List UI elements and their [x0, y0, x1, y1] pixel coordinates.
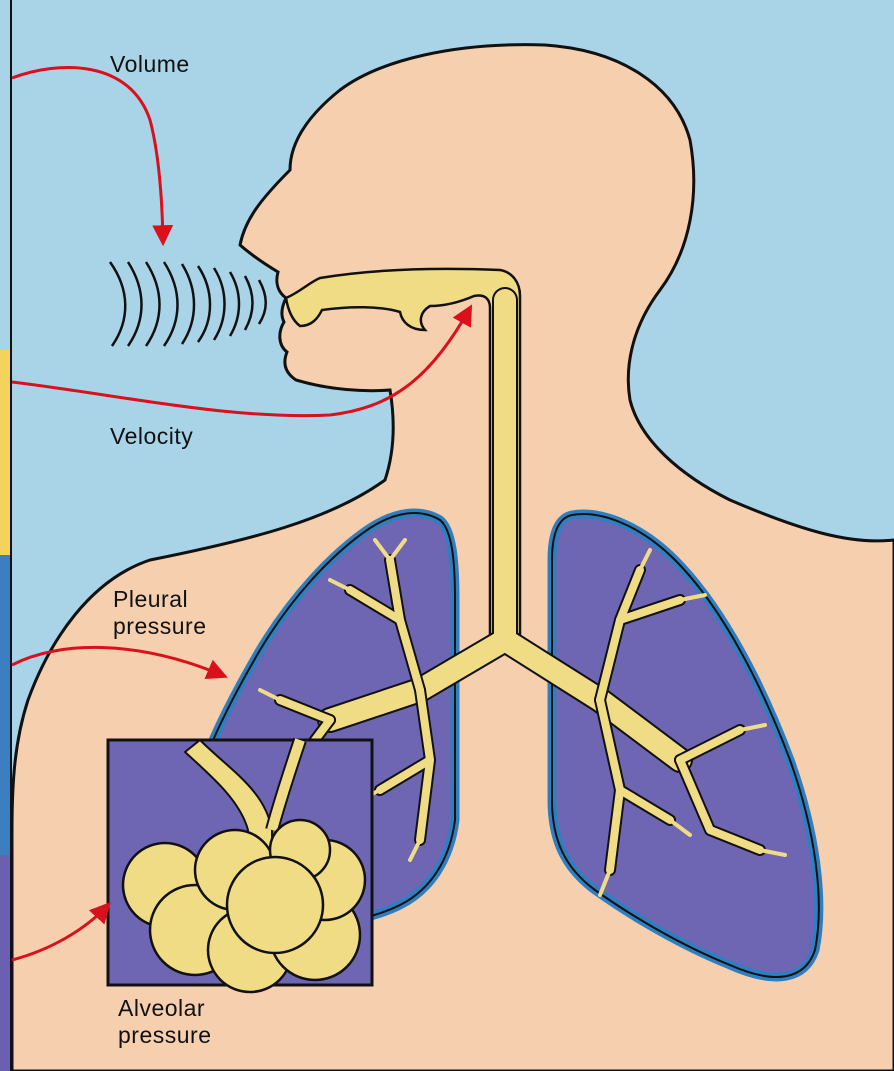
pleural-pressure-label-line2: pressure	[113, 613, 206, 639]
alveolar-pressure-label-line2: pressure	[118, 1022, 211, 1048]
alveoli-inset	[108, 740, 372, 992]
pleural-pressure-label-line1: Pleural	[113, 586, 188, 612]
left-edge-strip	[0, 0, 11, 1071]
velocity-label: Velocity	[110, 423, 193, 449]
volume-label: Volume	[110, 51, 190, 77]
alveolar-pressure-label-line1: Alveolar	[118, 995, 205, 1021]
